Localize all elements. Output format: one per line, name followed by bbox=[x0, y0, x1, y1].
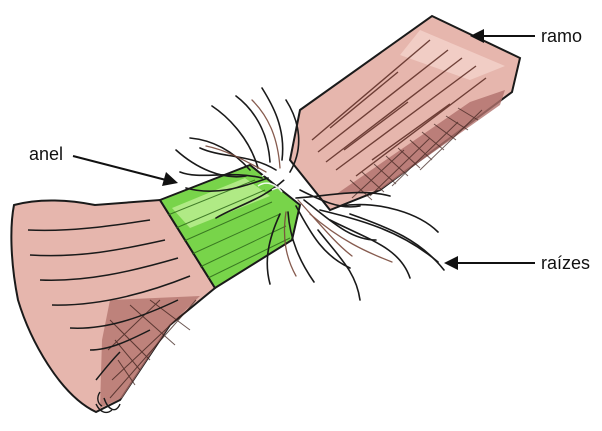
arrow-icon bbox=[73, 156, 166, 180]
label-anel-group: anel bbox=[29, 144, 178, 186]
label-raizes-group: raízes bbox=[444, 253, 590, 273]
label-anel: anel bbox=[29, 144, 63, 164]
arrow-icon bbox=[162, 172, 178, 186]
label-ramo: ramo bbox=[541, 26, 582, 46]
label-raizes: raízes bbox=[541, 253, 590, 273]
arrow-icon bbox=[444, 256, 458, 270]
upper-branch bbox=[290, 16, 520, 210]
